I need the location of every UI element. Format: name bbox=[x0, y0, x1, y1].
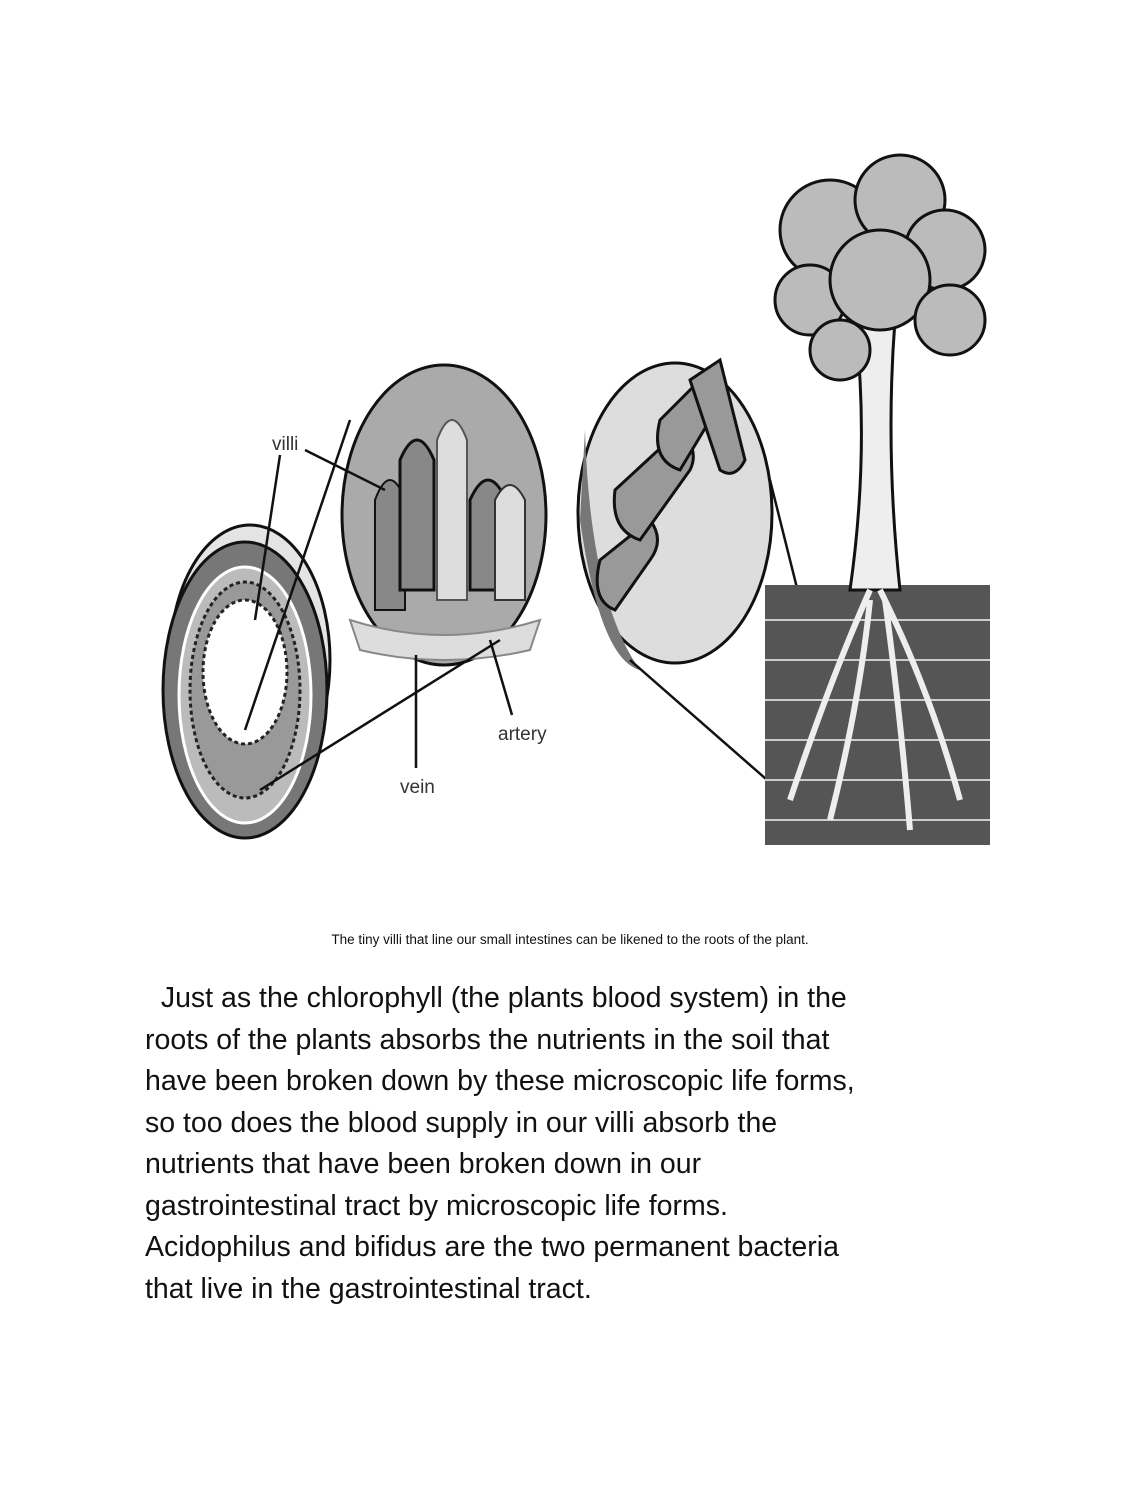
figure-caption: The tiny villi that line our small intes… bbox=[331, 932, 809, 947]
tree-with-roots bbox=[765, 153, 990, 845]
label-vein: vein bbox=[400, 777, 435, 798]
body-line: that live in the gastrointestinal tract. bbox=[145, 1272, 592, 1305]
label-villi: villi bbox=[272, 434, 298, 455]
villi-zoom-circle bbox=[340, 363, 548, 667]
villi-roots-illustration: villi artery vein bbox=[161, 153, 990, 845]
intestine-cross-section bbox=[161, 523, 332, 840]
body-line: Acidophilus and bifidus are the two perm… bbox=[145, 1231, 839, 1263]
label-artery: artery bbox=[498, 724, 547, 745]
root-zoom-circle bbox=[576, 357, 774, 670]
body-line: gastrointestinal tract by microscopic li… bbox=[145, 1189, 728, 1222]
body-line: roots of the plants absorbs the nutrient… bbox=[145, 1023, 830, 1056]
body-paragraph: Just as the chlorophyll (the plants bloo… bbox=[145, 978, 1045, 1310]
body-line: Just as the chlorophyll (the plants bloo… bbox=[145, 982, 847, 1014]
body-line: nutrients that have been broken down in … bbox=[145, 1148, 702, 1180]
body-line: have been broken down by these microscop… bbox=[145, 1065, 855, 1097]
body-line: so too does the blood supply in our vill… bbox=[145, 1106, 778, 1139]
